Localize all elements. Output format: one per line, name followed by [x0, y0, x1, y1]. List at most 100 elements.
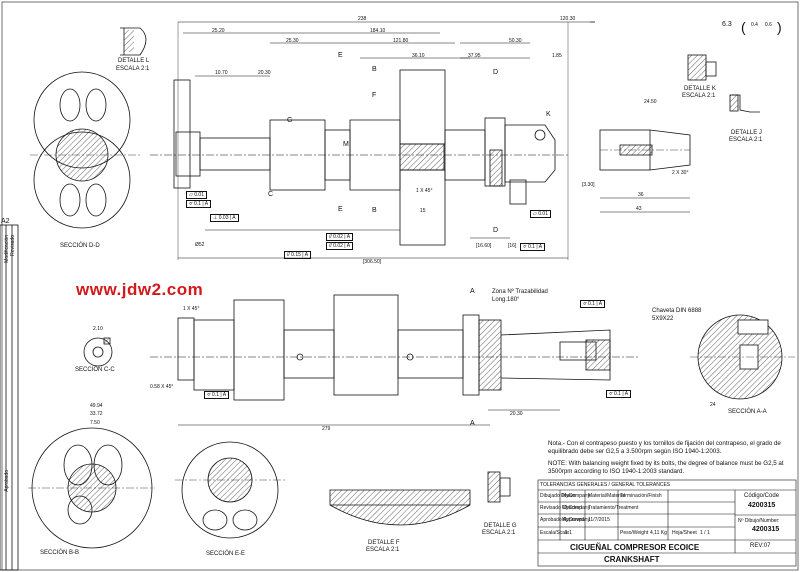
label-detalle-g-1: DETALLE G	[484, 523, 517, 529]
tb-sheet: 1 / 1	[700, 530, 710, 536]
gdt-frame-6: // 0.15 | A	[284, 251, 312, 259]
label-detalle-j-1: DETALLE J	[731, 130, 762, 136]
section-letter-a2: A	[470, 420, 475, 427]
dim-238: 238	[358, 16, 367, 22]
dim-1070: 10.70	[215, 70, 228, 76]
dim-330: [3.30]	[582, 182, 595, 188]
roughness-alt2: 0.6	[765, 22, 772, 28]
dim-2530: 25.30	[286, 38, 299, 44]
gdt-frame-4: // 0.02 | A	[326, 233, 354, 241]
tb-cell-checked: Revisado Checked	[540, 505, 582, 511]
gdt-frame-7: ⏥ 0.01	[530, 210, 551, 218]
tb-rev: REV:07	[750, 543, 771, 549]
gdt-frame-10: ⌭ 0.1 | A	[204, 391, 230, 399]
dim-2030b: 20.30	[510, 411, 523, 417]
section-e-e	[175, 441, 285, 539]
tb-sheet-label: Hoja/Sheet	[672, 530, 697, 536]
section-letter-d2: D	[493, 227, 499, 234]
roughness-alt1: 0.4	[751, 22, 758, 28]
section-c-c	[83, 337, 113, 367]
note-spanish: Nota.- Con el contrapeso puesto y los to…	[548, 440, 781, 455]
tb-cell-drawn: Dibujado Drawn	[540, 493, 576, 499]
label-seccion-c: SECCIÓN C-C	[75, 367, 115, 373]
label-detalle-f-2: ESCALA 2:1	[366, 547, 400, 553]
label-detalle-k-1: DETALLE K	[684, 86, 716, 92]
detail-k	[687, 54, 717, 81]
dim-184: 184.10	[370, 28, 386, 34]
revision-sidebar	[0, 224, 19, 571]
label-detalle-l-2: ESCALA 2:1	[116, 66, 150, 72]
section-letter-b1: B	[372, 66, 377, 73]
dim-210: 2.10	[93, 326, 103, 332]
gdt-frame-3: ⊥ 0.03 | A	[210, 214, 239, 222]
tb-date: 11/7/2015	[588, 517, 610, 523]
section-letter-f: F	[372, 92, 377, 99]
note-english: NOTE: With balancing weight fixed by its…	[548, 460, 784, 475]
tb-weight-label: Peso/Weight	[620, 530, 649, 536]
dim-3610: 36.10	[412, 53, 425, 59]
crankshaft-side-view	[150, 294, 640, 426]
crankshaft-top-view	[150, 21, 595, 260]
dim-16: [16]	[508, 243, 517, 249]
detail-l	[120, 27, 147, 56]
tb-treatment: Tratamiento/Treatment	[588, 505, 639, 511]
dim-306: [306.50]	[363, 259, 382, 265]
dim-258: 0.58 X 45°	[150, 384, 174, 390]
dim-24: 24	[710, 402, 716, 408]
tb-title-en: CRANKSHAFT	[604, 555, 660, 564]
dim-1x45b: 1 X 45°	[183, 306, 200, 312]
sidebar-row-3: Aprobado	[4, 470, 10, 492]
dim-5030: 50.30	[509, 38, 522, 44]
gdt-frame-8: ⌭ 0.1 | A	[520, 243, 546, 251]
sidebar-row-2: Revisado	[10, 235, 16, 256]
label-seccion-d: SECCIÓN D-D	[60, 243, 100, 249]
label-detalle-l-1: DETALLE L	[118, 58, 150, 64]
dim-1x45: 1 X 45°	[416, 188, 433, 194]
dim-15: 15	[420, 208, 426, 214]
roughness-bracket-open: (	[741, 19, 746, 35]
tb-cell-scale: Escala/Scale	[540, 530, 569, 536]
dim-1660: [16.60]	[476, 243, 492, 249]
section-a-a	[690, 314, 795, 400]
shaft-end-view-top	[599, 129, 691, 213]
dim-3372: 33.72	[90, 411, 103, 417]
dim-4994: 49.94	[90, 403, 103, 409]
tb-tolerances: TOLERANCIAS GENERALES / GENERAL TOLERANC…	[540, 482, 671, 488]
gdt-frame-9: ⌭ 0.1 | A	[580, 300, 606, 308]
tb-drawing: 4200315	[752, 526, 780, 533]
section-letter-a1: A	[470, 288, 475, 295]
section-letter-b2: B	[372, 207, 377, 214]
dim-185: 1.85	[552, 53, 562, 59]
section-d-d	[30, 71, 140, 229]
dim-2030: 20.30	[258, 70, 271, 76]
tb-code: 4200315	[748, 502, 776, 509]
annotation-chaveta-size: 5X9X22	[652, 316, 674, 322]
dim-2450: 24.50	[644, 99, 657, 105]
section-letter-m: M	[343, 141, 349, 148]
dim-phi52: Ø52	[195, 242, 205, 248]
dim-750: 7.50	[90, 420, 100, 426]
section-letter-d1: D	[493, 69, 499, 76]
gdt-frame-1: ⏥ 0.01	[186, 191, 207, 199]
tb-material: Material/Material	[588, 493, 625, 499]
dim-120: 120.30	[560, 16, 576, 22]
section-letter-e1: E	[338, 52, 343, 59]
section-letter-c: C	[268, 191, 274, 198]
watermark-text: www.jdw2.com	[76, 280, 204, 299]
label-detalle-j-2: ESCALA 2:1	[729, 137, 763, 143]
tb-weight: 4,11 Kg	[650, 530, 667, 536]
tb-company-2: MyCompany	[562, 505, 591, 511]
annotation-chaveta: Chaveta DIN 6888	[652, 308, 702, 314]
dim-3795: 37.95	[468, 53, 481, 59]
section-b-b	[28, 427, 155, 549]
detail-g	[487, 471, 511, 503]
dim-2x45: 2 X 30°	[672, 170, 689, 176]
tb-drawing-label: Nº Dibujo/Number:	[738, 518, 780, 524]
annotation-zona: Zona Nº Trazabilidad	[492, 289, 548, 295]
label-detalle-g-2: ESCALA 2:1	[482, 530, 516, 536]
label-seccion-a: SECCIÓN A-A	[728, 409, 767, 415]
section-letter-g: G	[287, 117, 293, 124]
